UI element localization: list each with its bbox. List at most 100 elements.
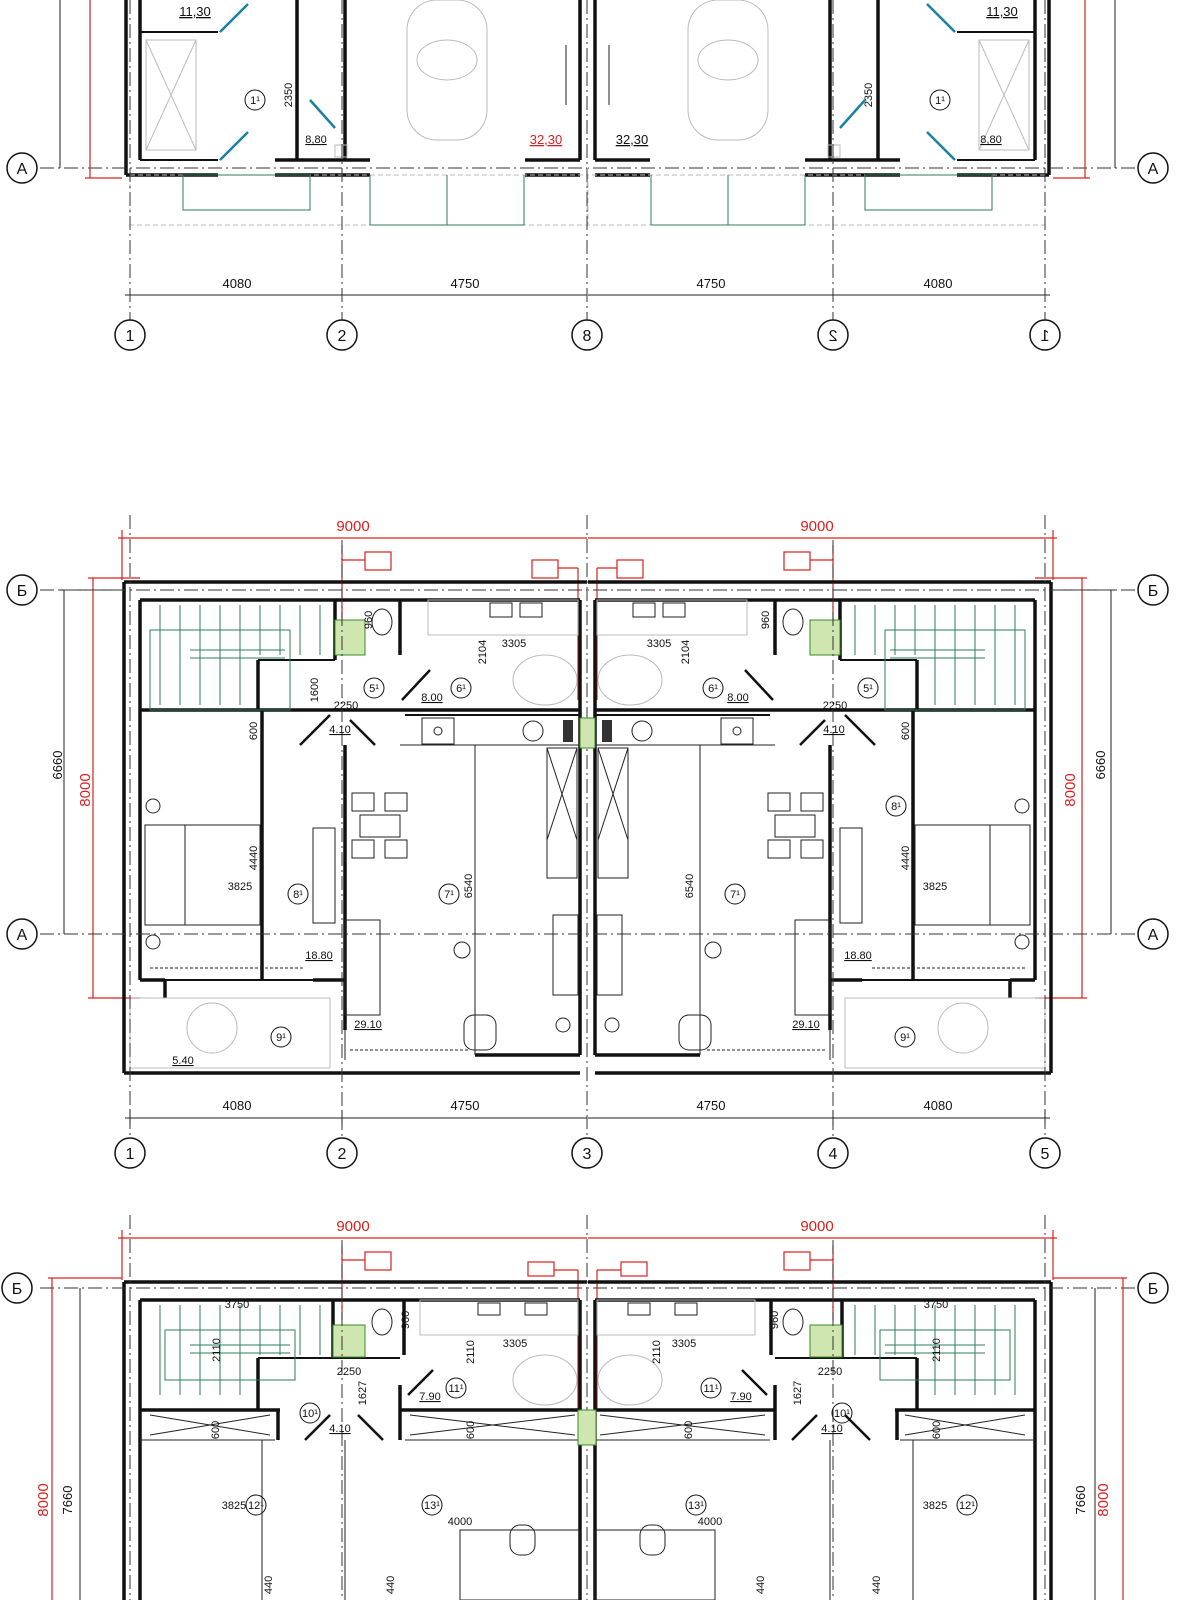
area-label: 8,80 [305, 134, 326, 146]
svg-text:8: 8 [583, 328, 592, 345]
area-label: 18.80 [305, 950, 333, 962]
svg-text:А: А [17, 161, 28, 178]
svg-text:2: 2 [338, 1146, 347, 1163]
overall-dimension: 9000 [800, 518, 833, 535]
svg-text:А: А [1148, 161, 1159, 178]
dimension-label: 600 [683, 1421, 695, 1439]
dimension-label: 4440 [900, 846, 912, 870]
area-label: 29.10 [792, 1019, 820, 1031]
room-number: 7¹ [730, 889, 740, 901]
vertical-dimension: 7660 [1073, 1486, 1088, 1515]
svg-text:4: 4 [829, 1146, 838, 1163]
axis-marker-a-right: А [1137, 918, 1169, 950]
dimension-label: 2104 [477, 640, 489, 664]
area-label: 8.00 [727, 692, 748, 704]
dimension-label: 3305 [647, 638, 671, 650]
dimension-label: 2250 [818, 1366, 842, 1378]
svg-text:2: 2 [338, 328, 347, 345]
dimension-label: 960 [400, 1311, 412, 1329]
svg-text:5: 5 [1041, 1146, 1050, 1163]
dimension-label: 3750 [924, 1299, 948, 1311]
axis-marker: 2 [817, 319, 849, 351]
overall-dimension: 9000 [800, 1218, 833, 1235]
axis-marker: 5 [1029, 1137, 1061, 1169]
svg-text:3: 3 [583, 1146, 592, 1163]
overall-dimension: 9000 [336, 518, 369, 535]
area-label: 4.10 [329, 1423, 350, 1435]
dimension-label: 600 [210, 1421, 222, 1439]
dimension-label: 4080 [223, 276, 252, 291]
axis-marker: 2 [326, 319, 358, 351]
area-label: 32,30 [616, 132, 649, 147]
dimension-label: 440 [385, 1576, 397, 1594]
dimension-label: 600 [900, 722, 912, 740]
area-label: 4.10 [329, 724, 350, 736]
dimension-label: 2104 [680, 640, 692, 664]
dimension-label: 4080 [223, 1098, 252, 1113]
axis-marker-b-right: Б [1137, 1272, 1169, 1304]
dimension-label: 3825 [923, 1500, 947, 1512]
dimension-label: 3305 [503, 1338, 527, 1350]
room-number: 7¹ [444, 889, 454, 901]
dimension-label: 2350 [283, 83, 295, 107]
dimension-label: 4440 [248, 846, 260, 870]
room-number: 13¹ [424, 1500, 440, 1512]
room-number: 6¹ [708, 683, 718, 695]
room-number: 8¹ [891, 801, 901, 813]
axis-marker-b-left: Б [1, 1272, 33, 1304]
dimension-label: 600 [465, 1421, 477, 1439]
axis-marker-a-left: А [6, 918, 38, 950]
svg-text:Б: Б [17, 583, 28, 600]
room-number: 12¹ [248, 1500, 264, 1512]
room-number: 10¹ [834, 1408, 850, 1420]
vertical-dimension: 8000 [35, 1483, 52, 1516]
area-label: 7.90 [419, 1391, 440, 1403]
svg-text:2: 2 [828, 328, 837, 345]
dimension-label: 4750 [451, 1098, 480, 1113]
room-number: 5¹ [369, 683, 379, 695]
first-floor-plan: 9000 9000 Б Б А А 6660 8000 8000 6660 96… [6, 513, 1169, 1169]
area-label: 8,80 [980, 134, 1001, 146]
dimension-label: 3825 [923, 881, 947, 893]
svg-text:Б: Б [1148, 1281, 1159, 1298]
dimension-label: 4080 [924, 1098, 953, 1113]
room-number: 1¹ [935, 95, 945, 107]
svg-text:Б: Б [1148, 583, 1159, 600]
dimension-label: 440 [263, 1576, 275, 1594]
dimension-label: 4000 [448, 1516, 472, 1528]
dimension-label: 600 [248, 722, 260, 740]
dimension-label: 4080 [924, 276, 953, 291]
second-floor-plan: 9000 9000 Б Б 8000 7660 7660 8000 3750 2… [1, 1213, 1169, 1600]
area-label: 7.90 [730, 1391, 751, 1403]
dimension-label: 600 [931, 1421, 943, 1439]
area-label: 11,30 [179, 4, 211, 19]
area-label: 11,30 [986, 4, 1018, 19]
axis-marker-b-right: Б [1137, 574, 1169, 606]
area-label: 4.10 [821, 1423, 842, 1435]
svg-text:Б: Б [12, 1281, 23, 1298]
dimension-label: 2110 [651, 1340, 663, 1364]
dimension-label: 440 [755, 1576, 767, 1594]
axis-marker: 1 [114, 319, 146, 351]
svg-text:А: А [17, 927, 28, 944]
room-number: 11¹ [448, 1383, 463, 1395]
dimension-label: 2250 [823, 700, 847, 712]
dimension-label: 3305 [502, 638, 526, 650]
dimension-label: 1627 [792, 1381, 804, 1405]
axis-marker-a-left: А [6, 152, 38, 184]
dimension-label: 6540 [463, 874, 475, 898]
area-label: 29.10 [354, 1019, 382, 1031]
vertical-dimension: 6660 [1093, 751, 1108, 780]
vertical-dimension: 8000 [1095, 1483, 1112, 1516]
svg-text:А: А [1148, 927, 1159, 944]
dimension-label: 3305 [672, 1338, 696, 1350]
dimension-label: 3825 [222, 1500, 246, 1512]
dimension-label: 4000 [698, 1516, 722, 1528]
vertical-dimension: 6660 [50, 751, 65, 780]
room-number: 13¹ [688, 1500, 704, 1512]
dimension-label: 4750 [697, 1098, 726, 1113]
axis-marker-b-left: Б [6, 574, 38, 606]
axis-marker: 3 [571, 1137, 603, 1169]
dimension-label: 2250 [334, 700, 358, 712]
